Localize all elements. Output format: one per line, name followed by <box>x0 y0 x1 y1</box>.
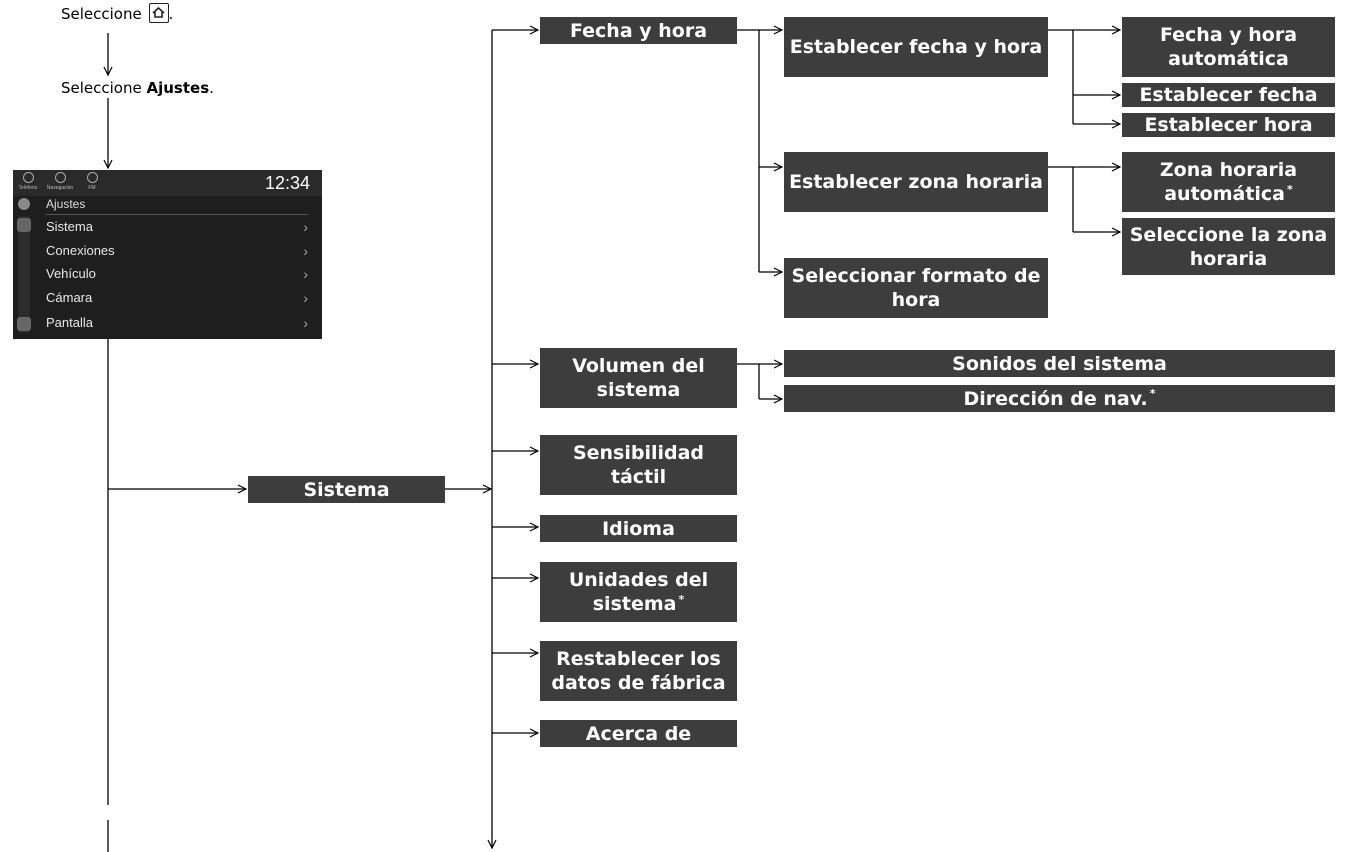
node-label: Fecha y hora automática <box>1159 24 1298 70</box>
node-label: Fecha y hora <box>569 19 708 42</box>
footnote-marker: * <box>1287 182 1293 196</box>
menu-item-label: Conexiones <box>46 243 115 258</box>
menu-item-label: Vehículo <box>46 266 96 281</box>
tab-navigation[interactable]: Navegación <box>45 172 75 191</box>
node-acerca: Acerca de <box>540 720 737 747</box>
home-icon <box>148 3 169 23</box>
scroll-up-icon[interactable] <box>17 218 31 232</box>
instruction-bold-settings: Ajustes <box>146 79 210 97</box>
gear-icon <box>18 198 30 210</box>
node-label: Dirección de nav. <box>963 387 1148 410</box>
node-label: Sistema <box>303 478 390 501</box>
instruction-text: Seleccione <box>61 79 147 97</box>
node-seleccione-zona: Seleccione la zona horaria <box>1122 218 1335 275</box>
instruction-punct: . <box>168 5 174 23</box>
node-volumen: Volumen del sistema <box>540 348 737 408</box>
phone-icon <box>22 172 34 183</box>
tab-fm-label: FM <box>88 185 96 191</box>
footnote-marker: * <box>678 592 685 606</box>
node-label: Sensibilidad táctil <box>572 442 705 488</box>
node-establecer-hora: Establecer hora <box>1122 113 1335 137</box>
node-label: Establecer fecha <box>1139 84 1318 106</box>
screen-header: Ajustes <box>46 197 86 211</box>
instruction-punct: . <box>209 79 214 97</box>
tab-navigation-label: Navegación <box>46 185 74 191</box>
node-establecer-fecha: Establecer fecha <box>1122 83 1335 107</box>
chevron-right-icon: › <box>303 290 308 306</box>
menu-item-display[interactable]: Pantalla › <box>46 312 308 334</box>
scrollbar[interactable] <box>18 216 30 333</box>
node-restablecer: Restablecer los datos de fábrica <box>540 641 737 701</box>
menu-item-label: Cámara <box>46 290 93 305</box>
chevron-right-icon: › <box>303 243 308 259</box>
node-establecer-zona: Establecer zona horaria <box>784 152 1048 212</box>
node-formato-hora: Seleccionar formato de hora <box>784 258 1048 318</box>
node-label: Sonidos del sistema <box>952 352 1167 375</box>
divider <box>46 214 308 215</box>
node-idioma: Idioma <box>540 515 737 542</box>
tab-phone[interactable]: Teléfono <box>13 172 43 191</box>
footnote-marker: * <box>1149 387 1156 401</box>
node-label: Restablecer los datos de fábrica <box>551 648 726 694</box>
node-direccion-nav: Dirección de nav.* <box>784 385 1335 412</box>
node-fecha-hora: Fecha y hora <box>540 17 737 44</box>
scroll-down-icon[interactable] <box>17 317 31 331</box>
node-label: Seleccionar formato de hora <box>791 265 1041 311</box>
menu-item-vehicle[interactable]: Vehículo › <box>46 263 308 285</box>
instruction-text: Seleccione <box>61 5 142 23</box>
chevron-right-icon: › <box>303 315 308 331</box>
menu-item-camera[interactable]: Cámara › <box>46 287 308 309</box>
chevron-right-icon: › <box>303 266 308 282</box>
node-fecha-hora-automatica: Fecha y hora automática <box>1122 17 1335 77</box>
node-sonidos: Sonidos del sistema <box>784 350 1335 377</box>
node-label: Establecer hora <box>1144 114 1313 136</box>
node-label: Acerca de <box>585 722 692 745</box>
tab-phone-label: Teléfono <box>18 185 38 191</box>
instruction-select-settings: Seleccione Ajustes. <box>61 79 214 97</box>
chevron-right-icon: › <box>303 219 308 235</box>
navigation-icon <box>54 172 66 183</box>
node-establecer-fecha-hora: Establecer fecha y hora <box>784 17 1048 77</box>
node-label: Zona horaria automática <box>1159 159 1298 205</box>
node-sensibilidad: Sensibilidad táctil <box>540 435 737 495</box>
node-label: Volumen del sistema <box>572 355 705 401</box>
screen-top-bar: Teléfono Navegación FM 12:34 <box>13 170 322 196</box>
tab-fm[interactable]: FM <box>77 172 107 191</box>
node-label: Establecer zona horaria <box>789 171 1043 193</box>
instruction-select-home: Seleccione . <box>61 3 173 23</box>
node-label: Establecer fecha y hora <box>789 36 1043 58</box>
menu-item-label: Sistema <box>46 219 93 234</box>
menu-item-system[interactable]: Sistema › <box>46 216 308 238</box>
node-label: Idioma <box>602 517 675 540</box>
screen-clock: 12:34 <box>264 173 310 193</box>
menu-item-connections[interactable]: Conexiones › <box>46 240 308 262</box>
node-sistema: Sistema <box>248 476 445 503</box>
settings-screen: Teléfono Navegación FM 12:34 Ajustes Sis… <box>13 170 322 339</box>
node-label: Unidades del sistema <box>568 569 709 615</box>
menu-item-label: Pantalla <box>46 315 93 330</box>
radio-icon <box>86 172 98 183</box>
node-unidades: Unidades del sistema* <box>540 562 737 622</box>
node-zona-automatica: Zona horaria automática* <box>1122 152 1335 212</box>
node-label: Seleccione la zona horaria <box>1129 223 1328 270</box>
